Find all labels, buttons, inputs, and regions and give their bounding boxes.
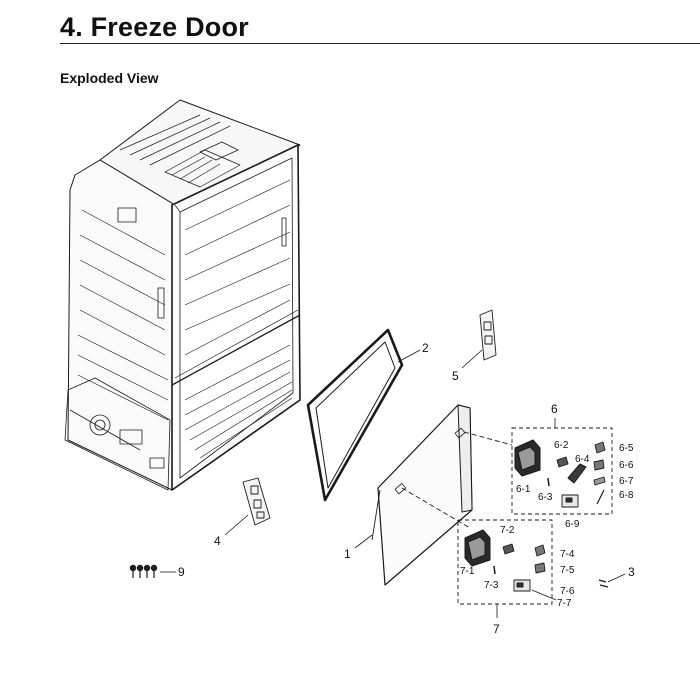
leader-1 bbox=[354, 534, 373, 549]
page-title: 4. Freeze Door bbox=[60, 12, 249, 42]
part-6-3-screw bbox=[547, 477, 550, 487]
freezer-door-panel bbox=[371, 404, 473, 586]
section-subtitle: Exploded View bbox=[60, 70, 159, 86]
leader-4 bbox=[224, 514, 249, 536]
leader-5 bbox=[461, 349, 483, 369]
part-6-6-clip bbox=[593, 459, 605, 471]
callout-7-1: 7-1 bbox=[460, 566, 475, 577]
title-underline bbox=[60, 43, 700, 44]
callout-6-5: 6-5 bbox=[619, 443, 634, 454]
part-6-8-spring bbox=[596, 489, 605, 505]
part-7-3-screw bbox=[493, 565, 496, 575]
connector-to-assy-6 bbox=[463, 431, 513, 446]
leader-2 bbox=[397, 349, 421, 363]
leader-3 bbox=[607, 573, 626, 583]
part-6-4-cam bbox=[567, 463, 587, 484]
assembly-7-frame bbox=[457, 519, 553, 605]
part-7-6-stopper bbox=[513, 579, 531, 592]
callout-1: 1 bbox=[344, 547, 351, 561]
part-7-4-clip bbox=[534, 544, 546, 557]
callout-6-3: 6-3 bbox=[538, 492, 553, 503]
callout-6-8: 6-8 bbox=[619, 490, 634, 501]
refrigerator-cabinet bbox=[64, 99, 301, 491]
lower-interior-ribs bbox=[184, 344, 293, 459]
part-6-7-washer bbox=[593, 476, 606, 486]
callout-6-4: 6-4 bbox=[575, 454, 590, 465]
callout-7-7: 7-7 bbox=[557, 598, 572, 609]
callout-2: 2 bbox=[422, 341, 429, 355]
callout-6-1: 6-1 bbox=[516, 484, 531, 495]
callout-6-9: 6-9 bbox=[565, 519, 580, 530]
callout-7-5: 7-5 bbox=[560, 565, 575, 576]
callout-7-3: 7-3 bbox=[484, 580, 499, 591]
callout-6: 6 bbox=[551, 402, 558, 416]
callout-5: 5 bbox=[452, 369, 459, 383]
callout-6-6: 6-6 bbox=[619, 460, 634, 471]
connector-to-assy-7 bbox=[401, 487, 471, 529]
part-7-1-hinge-bracket bbox=[464, 529, 491, 567]
callout-7-6: 7-6 bbox=[560, 586, 575, 597]
part-6-2-pin bbox=[556, 456, 569, 468]
side-panel-ribs bbox=[77, 209, 169, 421]
part-6-5-clip bbox=[594, 441, 606, 454]
callout-7-2: 7-2 bbox=[500, 525, 515, 536]
callout-6-7: 6-7 bbox=[619, 476, 634, 487]
hinge-cover-left bbox=[242, 477, 271, 526]
part-7-2-pin bbox=[502, 543, 515, 555]
top-control-panel bbox=[119, 114, 241, 188]
leader-7-7 bbox=[531, 589, 557, 601]
part-6-9-stopper bbox=[561, 494, 579, 508]
callout-6-2: 6-2 bbox=[554, 440, 569, 451]
part-3-screws bbox=[598, 579, 609, 588]
callout-4: 4 bbox=[214, 534, 221, 548]
part-6-1-hinge-bracket bbox=[514, 439, 541, 477]
assembly-6-frame bbox=[511, 427, 613, 515]
callout-9: 9 bbox=[178, 565, 185, 579]
machine-compartment bbox=[64, 377, 171, 491]
door-gasket bbox=[306, 328, 404, 502]
callout-7: 7 bbox=[493, 622, 500, 636]
part-7-5-clip bbox=[534, 562, 546, 574]
callout-7-4: 7-4 bbox=[560, 549, 575, 560]
hinge-cover-right bbox=[479, 309, 497, 361]
part-9-screws bbox=[129, 564, 158, 578]
upper-interior-ribs bbox=[184, 179, 291, 356]
callout-3: 3 bbox=[628, 565, 635, 579]
